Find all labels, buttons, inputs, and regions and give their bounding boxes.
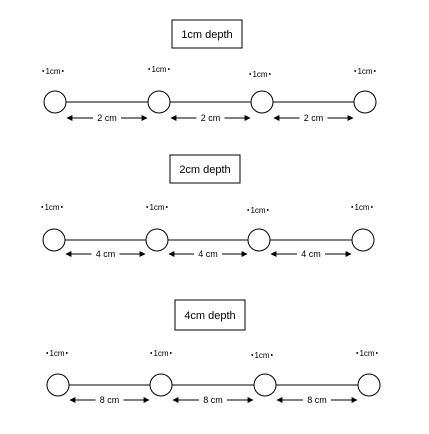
spacing-label-1-2: 2 cm (201, 113, 221, 123)
title-2: 2cm depth (179, 164, 230, 176)
electrode-3-1 (46, 373, 70, 397)
electrode-label-2-1: 1cm (44, 203, 59, 212)
electrode-1-3 (250, 90, 274, 114)
spacing-label-1-1: 2 cm (97, 113, 117, 123)
spacing-label-3-3: 8 cm (307, 395, 327, 405)
electrode-label-1-3: 1cm (252, 70, 267, 79)
electrode-label-2-4: 1cm (354, 203, 369, 212)
electrode-3-4 (357, 373, 381, 397)
title-box-2 (169, 154, 241, 184)
spacing-label-3-1: 8 cm (100, 395, 120, 405)
electrode-label-2-2: 1cm (149, 203, 164, 212)
title-box-3 (174, 299, 246, 331)
electrode-label-3-1: 1cm (49, 349, 64, 358)
electrode-1-4 (353, 90, 377, 114)
electrode-1-1 (43, 90, 67, 114)
electrode-label-3-3: 1cm (254, 351, 269, 360)
electrode-3-2 (149, 373, 173, 397)
electrode-2-3 (247, 228, 271, 252)
spacing-label-2-3: 4 cm (301, 249, 321, 259)
electrode-label-3-4: 1cm (359, 349, 374, 358)
electrode-2-4 (351, 228, 375, 252)
electrode-2-1 (42, 228, 66, 252)
spacing-label-3-2: 8 cm (203, 395, 223, 405)
electrode-3-3 (253, 373, 277, 397)
electrode-1-2 (147, 90, 171, 114)
electrode-label-1-4: 1cm (357, 67, 372, 76)
electrode-2-2 (145, 228, 169, 252)
spacing-label-1-3: 2 cm (304, 113, 324, 123)
spacing-label-2-1: 4 cm (96, 249, 116, 259)
title-box-1 (171, 19, 243, 49)
electrode-label-1-2: 1cm (151, 65, 166, 74)
electrode-label-1-1: 1cm (45, 67, 60, 76)
title-3: 4cm depth (184, 310, 235, 322)
title-1: 1cm depth (181, 29, 232, 41)
spacing-label-2-2: 4 cm (198, 249, 218, 259)
electrode-label-2-3: 1cm (250, 206, 265, 215)
electrode-label-3-2: 1cm (153, 349, 168, 358)
